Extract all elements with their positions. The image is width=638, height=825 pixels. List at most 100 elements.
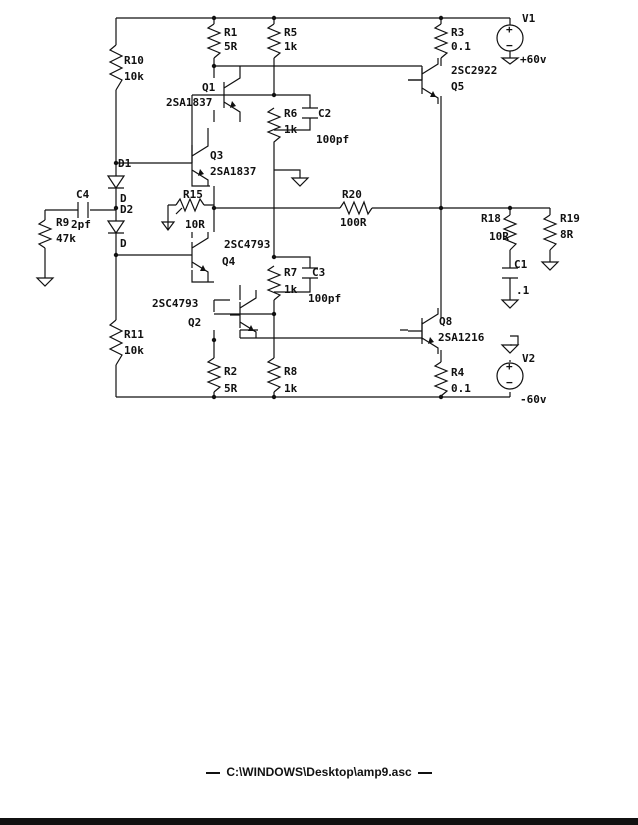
caption-dash-left bbox=[206, 771, 221, 774]
d1-value: D bbox=[120, 192, 127, 205]
file-path: C:\WINDOWS\Desktop\amp9.asc bbox=[226, 765, 412, 779]
junction-dot bbox=[211, 337, 217, 343]
q2-label: Q2 bbox=[188, 316, 201, 329]
d2-label: D2 bbox=[120, 203, 133, 216]
bottom-border bbox=[0, 818, 638, 825]
resistor-r7: R7 1k bbox=[266, 265, 298, 301]
resistor-r15: R15 10R bbox=[175, 188, 205, 231]
junction-dot bbox=[211, 394, 217, 400]
capacitor-c4: C4 2pf bbox=[71, 188, 91, 231]
q5-label: Q5 bbox=[451, 80, 464, 93]
resistor-r9: R9 47k bbox=[37, 216, 76, 249]
resistor-r10: R10 10k bbox=[108, 44, 144, 91]
r2-label: R2 bbox=[224, 365, 237, 378]
junction-dot bbox=[438, 15, 444, 21]
junction-dot bbox=[211, 63, 217, 69]
ground-c1 bbox=[500, 299, 520, 309]
junction-dot bbox=[438, 205, 444, 211]
junction-dot bbox=[211, 205, 217, 211]
transistor-q2: 2SC4793 Q2 bbox=[152, 290, 257, 338]
r6-value: 1k bbox=[284, 123, 298, 136]
r3-value: 0.1 bbox=[451, 40, 471, 53]
resistor-r1: R1 5R bbox=[206, 23, 238, 59]
resistor-r3: R3 0.1 bbox=[433, 23, 471, 59]
q3-value: 2SA1837 bbox=[210, 165, 256, 178]
resistor-r20: R20 100R bbox=[339, 188, 373, 229]
r11-label: R11 bbox=[124, 328, 144, 341]
r15-value: 10R bbox=[185, 218, 205, 231]
transistor-q3: Q3 2SA1837 bbox=[178, 128, 256, 186]
q8-label: Q8 bbox=[439, 315, 452, 328]
r18-value: 10R bbox=[489, 230, 509, 243]
junction-dot bbox=[271, 394, 277, 400]
r4-value: 0.1 bbox=[451, 382, 471, 395]
v1-value: +60v bbox=[520, 53, 547, 66]
resistor-r19: R19 8R bbox=[542, 212, 580, 251]
resistor-r4: R4 0.1 bbox=[433, 361, 471, 397]
r1-value: 5R bbox=[224, 40, 238, 53]
transistor-q1: Q1 2SA1837 bbox=[166, 66, 241, 122]
r11-value: 10k bbox=[124, 344, 144, 357]
ground-symbols bbox=[35, 57, 560, 354]
v2-label: V2 bbox=[522, 352, 535, 365]
c2-value: 100pf bbox=[316, 133, 349, 146]
q4-label: Q4 bbox=[222, 255, 236, 268]
resistor-r5: R5 1k bbox=[266, 23, 298, 59]
resistor-r11: R11 10k bbox=[108, 319, 144, 366]
r7-label: R7 bbox=[284, 266, 297, 279]
voltage-source-v1: + − V1 +60v bbox=[496, 12, 547, 66]
v1-label: V1 bbox=[522, 12, 536, 25]
transistor-q8: Q8 2SA1216 bbox=[408, 308, 485, 354]
r15-label: R15 bbox=[183, 188, 203, 201]
q1-label: Q1 bbox=[202, 81, 216, 94]
ground-r9 bbox=[35, 268, 55, 287]
ground-r19 bbox=[540, 261, 560, 271]
junction-dot bbox=[507, 205, 513, 211]
r5-label: R5 bbox=[284, 26, 297, 39]
capacitor-c3: C3 100pf bbox=[302, 266, 341, 305]
v1-minus-sign: − bbox=[506, 39, 513, 52]
transistor-q5: 2SC2922 Q5 bbox=[408, 58, 497, 104]
junction-dot bbox=[271, 311, 277, 317]
transistor-q4: 2SC4793 Q4 bbox=[178, 232, 270, 282]
ground-v1 bbox=[500, 57, 520, 65]
c2-label: C2 bbox=[318, 107, 331, 120]
junction-dot bbox=[271, 15, 277, 21]
r18-label: R18 bbox=[481, 212, 501, 225]
file-path-caption: C:\WINDOWS\Desktop\amp9.asc bbox=[0, 765, 638, 779]
q2-value: 2SC4793 bbox=[152, 297, 198, 310]
r20-label: R20 bbox=[342, 188, 362, 201]
v2-minus-sign: − bbox=[506, 376, 513, 389]
r4-label: R4 bbox=[451, 366, 465, 379]
q1-value: 2SA1837 bbox=[166, 96, 212, 109]
q4-value: 2SC4793 bbox=[224, 238, 270, 251]
r6-label: R6 bbox=[284, 107, 298, 120]
junction-dot bbox=[271, 254, 277, 260]
junction-dot bbox=[438, 394, 444, 400]
junction-dot bbox=[211, 15, 217, 21]
resistor-r18: R18 10R bbox=[481, 212, 518, 251]
capacitor-c1: C1 .1 bbox=[502, 258, 530, 297]
r9-label: R9 bbox=[56, 216, 69, 229]
r3-label: R3 bbox=[451, 26, 464, 39]
r5-value: 1k bbox=[284, 40, 298, 53]
r15-tap-arrow bbox=[160, 221, 176, 231]
c4-label: C4 bbox=[76, 188, 90, 201]
resistor-r2: R2 5R bbox=[206, 357, 238, 395]
r10-value: 10k bbox=[124, 70, 144, 83]
v1-plus-sign: + bbox=[506, 23, 513, 36]
voltage-source-v2: + − V2 -60v bbox=[496, 352, 547, 406]
r9-value: 47k bbox=[56, 232, 76, 245]
r20-value: 100R bbox=[340, 216, 367, 229]
ground-v2 bbox=[500, 344, 520, 354]
v2-plus-sign: + bbox=[506, 360, 513, 373]
caption-dash-right bbox=[417, 771, 432, 774]
c3-label: C3 bbox=[312, 266, 325, 279]
v2-value: -60v bbox=[520, 393, 547, 406]
junction-dot bbox=[113, 160, 119, 166]
r8-value: 1k bbox=[284, 382, 298, 395]
d2-value: D bbox=[120, 237, 127, 250]
q8-value: 2SA1216 bbox=[438, 331, 485, 344]
r7-value: 1k bbox=[284, 283, 298, 296]
